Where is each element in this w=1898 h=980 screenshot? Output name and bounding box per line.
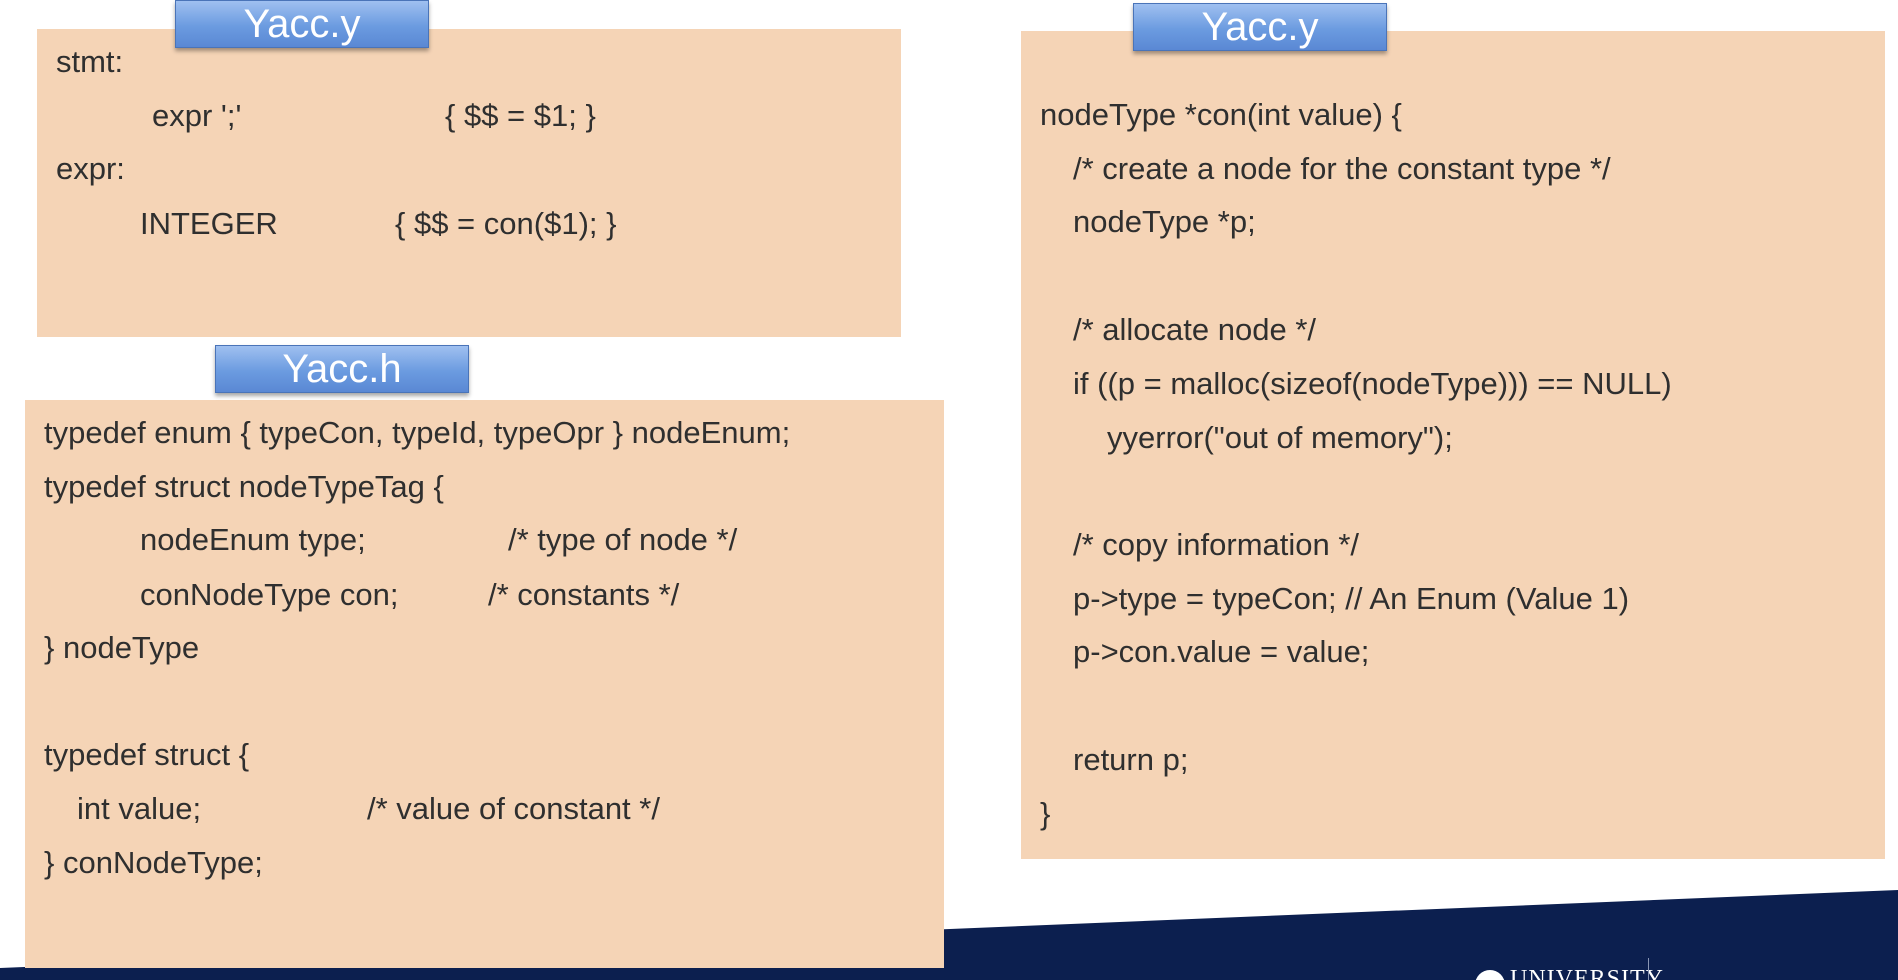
code-line: /* allocate node */ xyxy=(1073,312,1317,347)
code-line: } conNodeType; xyxy=(44,845,263,880)
university-logo: UNIVERSITY xyxy=(1470,958,1898,980)
code-line: typedef enum { typeCon, typeId, typeOpr … xyxy=(44,415,791,450)
code-line: yyerror("out of memory"); xyxy=(1107,420,1453,455)
code-line: return p; xyxy=(1073,742,1189,777)
code-line: p->con.value = value; xyxy=(1073,634,1370,669)
university-seal-icon xyxy=(1475,970,1505,980)
university-logo-text: UNIVERSITY xyxy=(1510,966,1664,980)
code-line: p->type = typeCon; // An Enum (Value 1) xyxy=(1073,581,1630,616)
code-line: int value; xyxy=(77,791,202,826)
code-line: nodeEnum type; xyxy=(140,522,366,557)
yacc-h-tab: Yacc.h xyxy=(215,345,469,393)
code-line: /* constants */ xyxy=(488,577,680,612)
code-line: /* create a node for the constant type *… xyxy=(1073,151,1611,186)
code-line: /* type of node */ xyxy=(508,522,738,557)
code-line: /* copy information */ xyxy=(1073,527,1360,562)
code-line: expr: xyxy=(56,151,125,186)
code-line: } nodeType xyxy=(44,630,200,665)
code-line: { $$ = $1; } xyxy=(445,98,596,133)
code-line: if ((p = malloc(sizeof(nodeType))) == NU… xyxy=(1073,366,1672,401)
yacc-y-left-box: stmt: expr ';' { $$ = $1; } expr: INTEGE… xyxy=(37,29,901,337)
code-line: typedef struct nodeTypeTag { xyxy=(44,469,444,504)
yacc-y-right-box: nodeType *con(int value) { /* create a n… xyxy=(1021,31,1885,859)
code-line: INTEGER xyxy=(140,206,278,241)
code-line: typedef struct { xyxy=(44,737,250,772)
code-line: nodeType *p; xyxy=(1073,204,1256,239)
yacc-y-left-tab: Yacc.y xyxy=(175,0,429,48)
yacc-h-box: typedef enum { typeCon, typeId, typeOpr … xyxy=(25,400,944,968)
logo-divider xyxy=(1648,958,1649,980)
code-line: { $$ = con($1); } xyxy=(395,206,617,241)
code-line: } xyxy=(1040,796,1051,831)
yacc-y-right-tab: Yacc.y xyxy=(1133,3,1387,51)
code-line: /* value of constant */ xyxy=(367,791,660,826)
code-line: stmt: xyxy=(56,44,124,79)
code-line: expr ';' xyxy=(152,98,242,133)
code-line: conNodeType con; xyxy=(140,577,399,612)
code-line: nodeType *con(int value) { xyxy=(1040,97,1402,132)
